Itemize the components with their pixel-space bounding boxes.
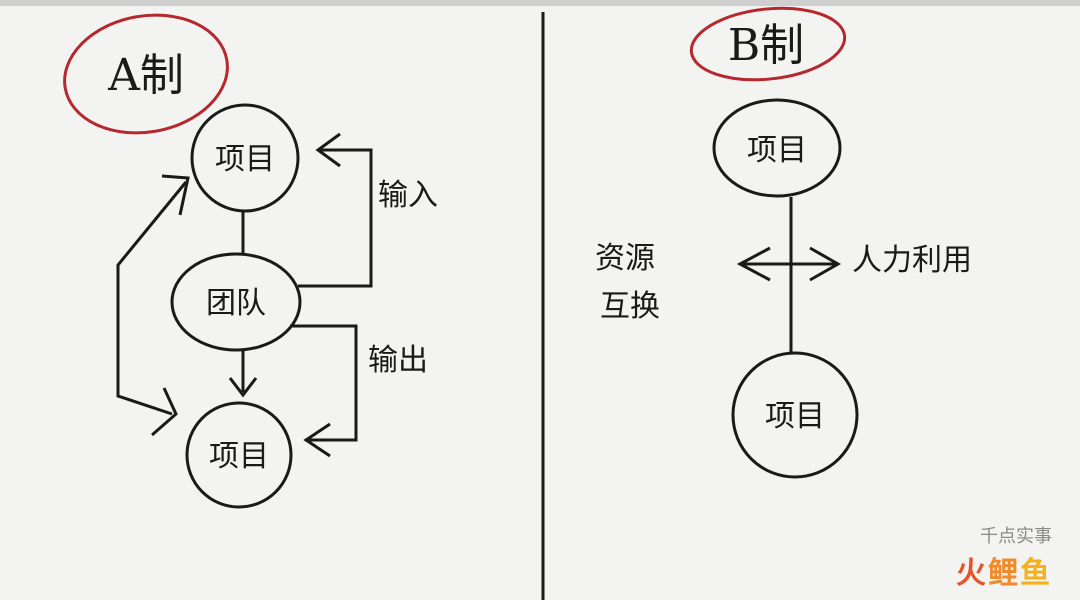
title-b-circle <box>689 6 847 82</box>
watermark-char-2: 鲤 <box>988 556 1020 591</box>
output-arrowhead <box>303 422 331 458</box>
watermark-line1: 千点实事 <box>980 526 1052 547</box>
watermark-char-3: 鱼 <box>1020 556 1052 591</box>
output-loop-line <box>290 324 358 442</box>
input-arrowhead <box>315 132 341 168</box>
left-loop-arrowhead-top <box>161 174 190 216</box>
node-project-bottom-b <box>731 351 859 479</box>
arrowhead-team-bottom <box>228 377 258 398</box>
watermark-logo: 火鲤鱼 <box>956 548 1052 592</box>
title-a: A制 <box>107 50 184 101</box>
watermark: 千点实事 火鲤鱼 <box>956 522 1052 592</box>
exchange-arrowhead-left <box>736 246 771 282</box>
title-b: B制 <box>728 20 804 71</box>
node-team-label: 团队 <box>206 286 266 321</box>
watermark-char-1: 火 <box>956 556 988 591</box>
node-project-top-a <box>190 103 300 213</box>
top-border <box>0 0 1080 6</box>
left-loop-line <box>116 181 188 416</box>
node-project-bottom-a <box>185 401 293 509</box>
label-resource-line1: 资源 <box>595 241 655 276</box>
node-team <box>170 252 302 352</box>
exchange-arrowhead-right <box>809 246 842 282</box>
input-loop-line <box>298 148 373 288</box>
node-project-bottom-b-label: 项目 <box>765 399 825 434</box>
node-project-top-a-label: 项目 <box>215 142 275 177</box>
node-project-top-b <box>712 98 842 198</box>
label-resource-line2: 互换 <box>600 289 660 324</box>
label-output: 输出 <box>368 343 428 378</box>
left-loop-arrowhead-bottom <box>151 387 178 437</box>
node-project-bottom-a-label: 项目 <box>209 439 269 474</box>
label-manpower: 人力利用 <box>852 243 972 278</box>
node-project-top-b-label: 项目 <box>747 133 807 168</box>
label-input: 输入 <box>378 178 438 213</box>
title-a-circle <box>63 13 229 135</box>
